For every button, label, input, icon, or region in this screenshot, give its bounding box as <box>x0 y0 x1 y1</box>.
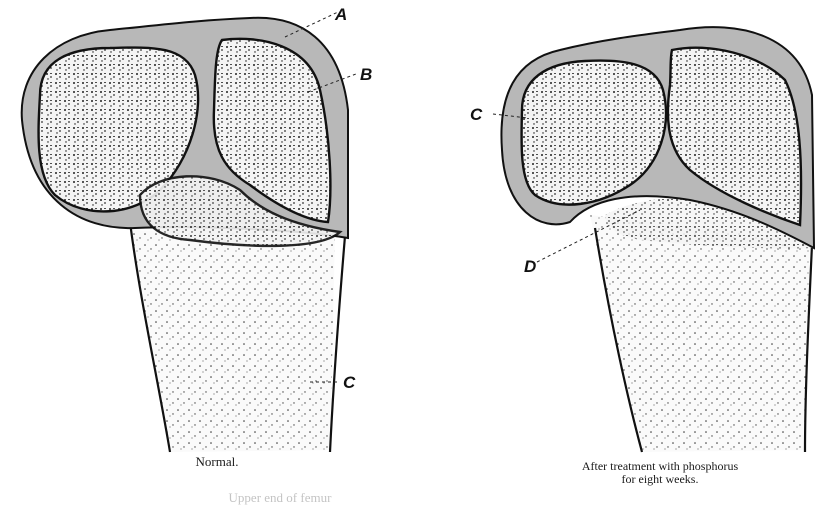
normal-bone-shaft <box>130 230 335 452</box>
label-c-left: C <box>343 373 356 392</box>
treated-caption-line2: for eight weeks. <box>622 472 699 486</box>
normal-bone-drawing <box>22 18 348 452</box>
label-b: B <box>360 65 372 84</box>
label-d: D <box>524 257 536 276</box>
treated-bone-drawing <box>501 27 814 452</box>
treated-bone-shaft <box>590 215 810 452</box>
figure-caption: Upper end of femur <box>229 490 333 505</box>
treated-caption-line1: After treatment with phosphorus <box>582 459 739 473</box>
label-c-right: C <box>470 105 483 124</box>
label-a: A <box>334 5 347 24</box>
normal-caption: Normal. <box>196 454 239 469</box>
